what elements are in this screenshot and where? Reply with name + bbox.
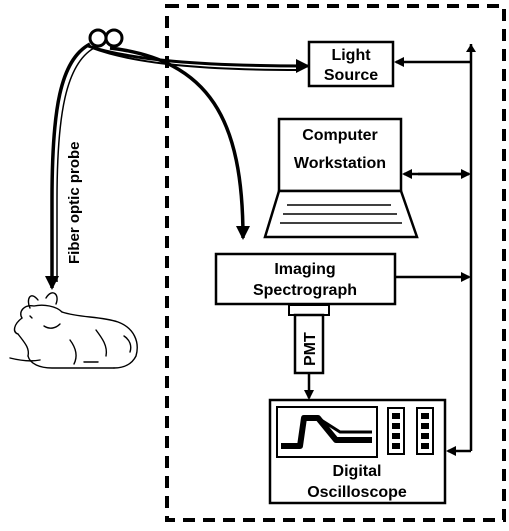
fiber-optic-probe-label: Fiber optic probe xyxy=(66,141,83,264)
pmt-detector: PMT xyxy=(288,304,330,375)
light-source-label-1: Light xyxy=(331,47,371,64)
fiber-to-light-source-2 xyxy=(91,47,301,71)
digital-oscilloscope: Digital Oscilloscope xyxy=(268,398,447,505)
rabbit-icon xyxy=(9,292,138,369)
computer-label-2: Workstation xyxy=(294,155,386,172)
light-source-box: Light Source xyxy=(307,40,395,88)
fiber-to-spectrograph xyxy=(109,46,250,240)
imaging-spectrograph-box: Imaging Spectrograph xyxy=(214,252,397,306)
fiber-to-light-source xyxy=(87,44,310,73)
computer-label-1: Computer xyxy=(302,127,378,144)
control-bus xyxy=(394,44,476,456)
oscilloscope-label-2: Oscilloscope xyxy=(307,484,407,501)
oscilloscope-label-1: Digital xyxy=(333,463,382,480)
fiber-loop-icon xyxy=(88,28,124,48)
oscilloscope-knobs xyxy=(387,407,434,455)
spectrograph-label-2: Spectrograph xyxy=(253,282,357,299)
spectrograph-label-1: Imaging xyxy=(274,261,335,278)
light-source-label-2: Source xyxy=(324,67,378,84)
computer-workstation: Computer Workstation xyxy=(263,117,419,239)
fiber-optic-probe xyxy=(45,42,91,290)
pmt-label: PMT xyxy=(302,332,319,366)
oscilloscope-trace xyxy=(281,415,372,449)
instrument-enclosure xyxy=(165,4,506,522)
